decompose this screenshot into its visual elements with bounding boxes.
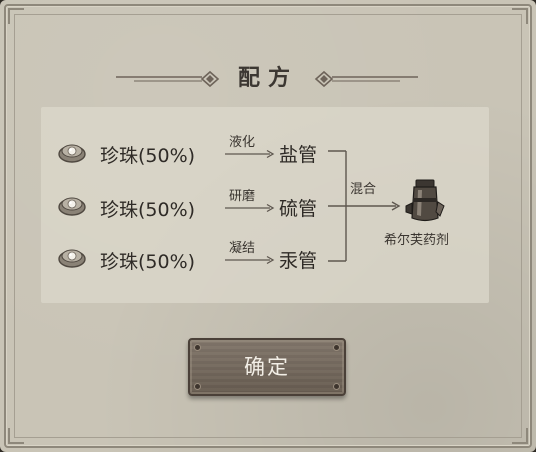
confirm-button[interactable]: 确定 (188, 338, 346, 396)
potion-icon (405, 179, 445, 222)
dialog-inner-frame (14, 14, 522, 438)
intermediate-result-label: 盐管 (279, 144, 318, 166)
button-nail (334, 345, 339, 350)
pearl-icon (58, 144, 86, 163)
frame-corner-top-left (8, 8, 24, 24)
frame-corner-bottom-left (8, 428, 24, 444)
title-ornament-right (314, 70, 418, 88)
process-label: 液化 (229, 135, 256, 150)
pearl-icon (58, 197, 86, 216)
process-arrow-icon (225, 255, 275, 265)
button-nail (334, 384, 339, 389)
confirm-button-label: 确定 (244, 355, 290, 379)
intermediate-result-label: 硫管 (279, 198, 318, 220)
button-nail (195, 384, 200, 389)
ingredient-label: 珍珠(50%) (100, 251, 196, 273)
frame-corner-bottom-right (512, 428, 528, 444)
process-label: 凝结 (229, 241, 256, 256)
ingredient-label: 珍珠(50%) (100, 199, 196, 221)
combine-bracket-icon (328, 150, 401, 262)
button-nail (195, 345, 200, 350)
dialog-title: 配方 (237, 66, 298, 91)
dialog-outer-frame (4, 4, 532, 448)
intermediate-result-label: 汞管 (279, 250, 318, 272)
process-arrow-icon (225, 203, 275, 213)
ingredient-label: 珍珠(50%) (100, 145, 196, 167)
pearl-icon (58, 249, 86, 268)
combine-label: 混合 (350, 182, 377, 197)
title-ornament-left (116, 70, 220, 88)
product-label: 希尔芙药剂 (384, 233, 450, 248)
process-label: 研磨 (229, 189, 256, 204)
process-arrow-icon (225, 149, 275, 159)
frame-corner-top-right (512, 8, 528, 24)
